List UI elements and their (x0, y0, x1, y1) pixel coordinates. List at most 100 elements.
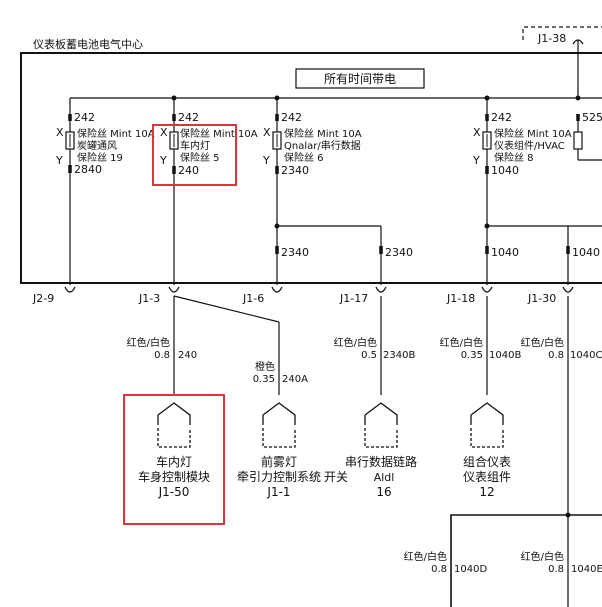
highlight-fuse-5 (152, 124, 237, 186)
svg-text:串行数据链路: 串行数据链路 (345, 454, 417, 469)
bus-label: 所有时间带电 (324, 72, 396, 86)
svg-text:前雾灯: 前雾灯 (261, 454, 297, 469)
svg-text:240A: 240A (282, 374, 308, 385)
svg-text:242: 242 (491, 111, 512, 124)
svg-text:0.8: 0.8 (548, 350, 564, 361)
svg-text:0.35: 0.35 (461, 350, 483, 361)
svg-text:保险丝 Mint 10A: 保险丝 Mint 10A (77, 127, 155, 140)
svg-text:保险丝 Mint 10A: 保险丝 Mint 10A (494, 127, 572, 140)
connector-j1-30: J1-30 (527, 286, 574, 305)
svg-text:1040: 1040 (491, 164, 519, 177)
svg-text:J1-50: J1-50 (158, 485, 190, 499)
svg-text:Y: Y (262, 154, 270, 167)
svg-text:0.8: 0.8 (548, 564, 564, 575)
svg-text:0.5: 0.5 (361, 350, 377, 361)
wire-240a: 橙色 0.35 240A (253, 360, 308, 385)
fuse-5: 242 X Y 保险丝 Mint 10A 车内灯 保险丝 5 240 (159, 98, 258, 285)
svg-text:开关: 开关 (324, 470, 348, 484)
svg-text:1040B: 1040B (489, 350, 521, 361)
svg-text:Aldl: Aldl (374, 471, 395, 484)
connector-j1-18: J1-18 (446, 286, 493, 305)
svg-text:红色/白色: 红色/白色 (521, 550, 564, 563)
wire-1040b: 红色/白色 0.35 1040B (440, 336, 522, 361)
svg-text:0.35: 0.35 (253, 374, 275, 385)
svg-text:保险丝 8: 保险丝 8 (494, 151, 534, 164)
component-symbol-4 (470, 402, 504, 448)
svg-text:J2-9: J2-9 (32, 292, 54, 305)
wire-1040e: 红色/白色 0.8 1040E (521, 550, 602, 575)
svg-text:牵引力控制系统: 牵引力控制系统 (237, 470, 321, 484)
svg-text:J1-18: J1-18 (446, 292, 475, 305)
component-instrument-cluster: 组合仪表 仪表组件 12 (463, 454, 511, 499)
svg-text:Y: Y (159, 154, 167, 167)
fuse-partial: 525 (573, 111, 602, 161)
svg-text:组合仪表: 组合仪表 (463, 454, 511, 469)
svg-text:525: 525 (582, 111, 602, 124)
svg-text:保险丝 Mint 10A: 保险丝 Mint 10A (180, 127, 258, 140)
component-body-control-module: 车内灯 车身控制模块 J1-50 (138, 454, 210, 499)
module-box (20, 52, 602, 284)
svg-text:红色/白色: 红色/白色 (521, 336, 564, 349)
component-symbol-2 (262, 402, 296, 448)
connector-j2-9: J2-9 (32, 286, 76, 305)
svg-text:Qnalar/串行数据: Qnalar/串行数据 (284, 139, 361, 152)
highlight-body-control-module (123, 394, 225, 525)
svg-text:仪表组件: 仪表组件 (463, 470, 511, 484)
svg-text:1040E: 1040E (571, 564, 602, 575)
svg-text:2340: 2340 (281, 164, 309, 177)
svg-text:240: 240 (178, 164, 199, 177)
module-title: 仪表板蓄电池电气中心 (33, 37, 143, 51)
svg-text:X: X (473, 126, 481, 139)
top-connector-label: J1-38 (537, 32, 566, 45)
svg-text:保险丝 5: 保险丝 5 (180, 151, 220, 164)
svg-text:橙色: 橙色 (255, 360, 275, 373)
wire-2340b: 红色/白色 0.5 2340B (334, 336, 416, 361)
svg-text:车身控制模块: 车身控制模块 (138, 469, 210, 484)
svg-text:X: X (56, 126, 64, 139)
svg-text:0.8: 0.8 (431, 564, 447, 575)
svg-text:242: 242 (178, 111, 199, 124)
component-symbol-3 (364, 402, 398, 448)
svg-text:车内灯: 车内灯 (156, 454, 192, 469)
wire-1040d: 红色/白色 0.8 1040D (404, 550, 488, 575)
wire-1040c: 红色/白色 0.8 1040C (521, 336, 602, 361)
svg-text:仪表组件/HVAC: 仪表组件/HVAC (494, 139, 565, 152)
svg-text:X: X (160, 126, 168, 139)
svg-text:J1-3: J1-3 (138, 292, 160, 305)
svg-text:1040C: 1040C (570, 350, 602, 361)
svg-text:2340: 2340 (281, 246, 309, 259)
svg-text:0.8: 0.8 (154, 350, 170, 361)
wire-240: 红色/白色 0.8 240 (127, 336, 197, 361)
fuse-8: 242 X Y 保险丝 Mint 10A 仪表组件/HVAC 保险丝 8 104… (472, 98, 572, 285)
svg-text:2340B: 2340B (383, 350, 415, 361)
svg-text:1040: 1040 (572, 246, 600, 259)
top-connector-box (522, 26, 602, 40)
svg-text:炭罐通风: 炭罐通风 (77, 139, 117, 152)
fuse-19: 242 X Y 保险丝 Mint 10A 炭罐通风 保险丝 19 2840 (55, 98, 155, 285)
component-front-fog-lamp: 前雾灯 牵引力控制系统 J1-1 (237, 454, 321, 499)
svg-text:Y: Y (472, 154, 480, 167)
svg-text:242: 242 (74, 111, 95, 124)
branch-2340: 2340 2340 (274, 223, 413, 285)
svg-text:16: 16 (376, 485, 391, 499)
svg-text:J1-30: J1-30 (527, 292, 556, 305)
svg-text:红色/白色: 红色/白色 (440, 336, 483, 349)
svg-text:红色/白色: 红色/白色 (334, 336, 377, 349)
connector-j1-3: J1-3 (138, 286, 180, 305)
svg-text:J1-17: J1-17 (339, 292, 368, 305)
component-serial-data-link: 串行数据链路 开关 Aldl 16 (324, 454, 417, 499)
svg-text:保险丝 Mint 10A: 保险丝 Mint 10A (284, 127, 362, 140)
branch-1040: 1040 1040 (484, 223, 602, 285)
svg-text:X: X (263, 126, 271, 139)
svg-text:J1-6: J1-6 (242, 292, 264, 305)
svg-text:Y: Y (55, 154, 63, 167)
connector-j1-17: J1-17 (339, 286, 387, 305)
svg-text:2340: 2340 (385, 246, 413, 259)
svg-text:车内灯: 车内灯 (180, 139, 210, 152)
svg-text:240: 240 (178, 350, 197, 361)
svg-text:1040: 1040 (491, 246, 519, 259)
connector-j1-6: J1-6 (242, 286, 283, 305)
svg-text:242: 242 (281, 111, 302, 124)
svg-text:红色/白色: 红色/白色 (404, 550, 447, 563)
